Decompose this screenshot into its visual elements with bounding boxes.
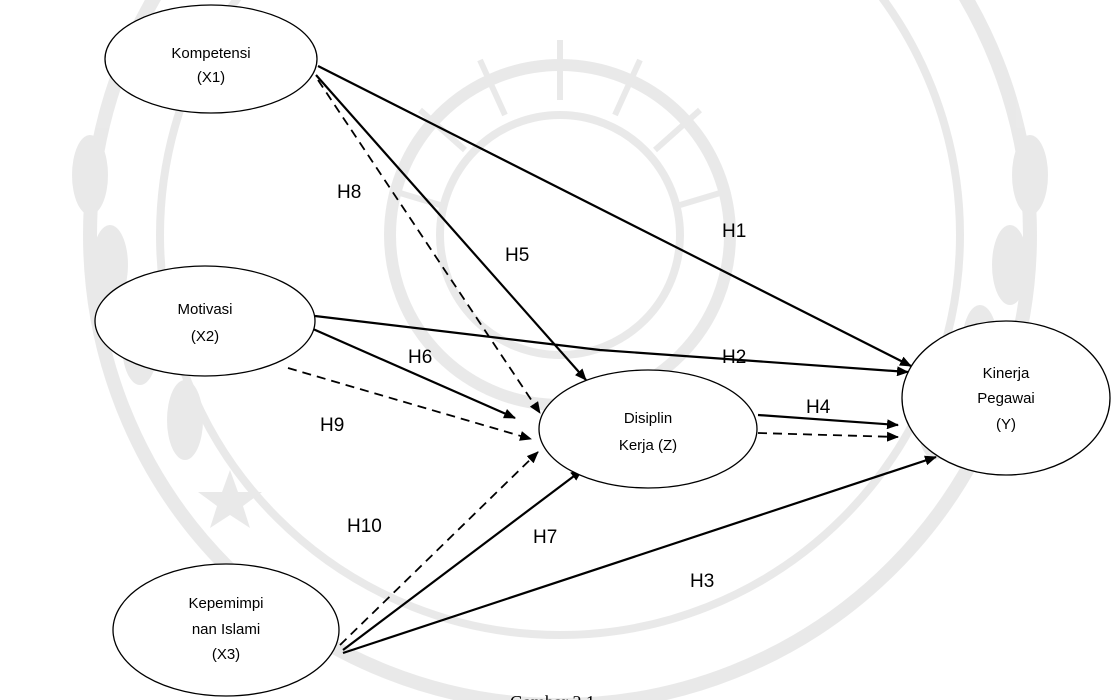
figure-caption: Gambar 2.1 xyxy=(510,692,595,700)
label-h1: H1 xyxy=(722,221,746,242)
arrow-h7 xyxy=(342,469,583,651)
node-disiplin-kerja: Disiplin Kerja (Z) xyxy=(538,369,758,489)
arrows-layer xyxy=(287,65,937,655)
arrow-h6 xyxy=(312,327,516,420)
label-h7: H7 xyxy=(533,527,557,548)
node-motivasi: Motivasi (X2) xyxy=(94,265,316,377)
label-h3: H3 xyxy=(690,571,714,592)
node-kepemimpinan-line1: Kepemimpi xyxy=(188,595,263,612)
label-h4: H4 xyxy=(806,397,831,418)
node-kepemimpinan-islami: Kepemimpi nan Islami (X3) xyxy=(112,563,340,697)
node-kinerja-line2: Pegawai xyxy=(977,390,1035,407)
hypothesis-labels: H1 H2 H3 H4 H5 H6 H7 H8 H9 H10 xyxy=(320,182,831,592)
label-h10: H10 xyxy=(347,516,382,537)
node-disiplin-line2: Kerja (Z) xyxy=(619,437,677,454)
node-kinerja-line3: (Y) xyxy=(996,416,1016,433)
arrow-h2 xyxy=(314,314,909,377)
arrow-h10-dashed xyxy=(339,451,539,646)
arrow-h4 xyxy=(757,413,899,430)
label-h2: H2 xyxy=(722,347,746,368)
arrow-h9-dashed xyxy=(287,367,532,441)
node-kinerja-line1: Kinerja xyxy=(983,365,1030,382)
label-h6: H6 xyxy=(408,347,432,368)
node-motivasi-line1: Motivasi xyxy=(177,301,232,318)
label-h5: H5 xyxy=(505,245,529,266)
arrow-h8-dashed xyxy=(317,79,541,414)
label-h8: H8 xyxy=(337,182,361,203)
node-kepemimpinan-line2: nan Islami xyxy=(192,621,260,638)
node-kompetensi-line2: (X1) xyxy=(197,69,225,86)
arrow-h3 xyxy=(342,455,937,655)
node-disiplin-line1: Disiplin xyxy=(624,410,672,427)
node-kinerja-pegawai: Kinerja Pegawai (Y) xyxy=(901,320,1111,476)
node-kepemimpinan-line3: (X3) xyxy=(212,646,240,663)
label-h9: H9 xyxy=(320,415,344,436)
node-kompetensi-line1: Kompetensi xyxy=(171,45,250,62)
node-kompetensi: Kompetensi (X1) xyxy=(104,4,318,114)
arrow-h1 xyxy=(317,65,912,367)
arrow-disiplin-kinerja-dashed xyxy=(757,431,899,442)
arrow-h5 xyxy=(315,74,587,381)
node-motivasi-line2: (X2) xyxy=(191,328,219,345)
